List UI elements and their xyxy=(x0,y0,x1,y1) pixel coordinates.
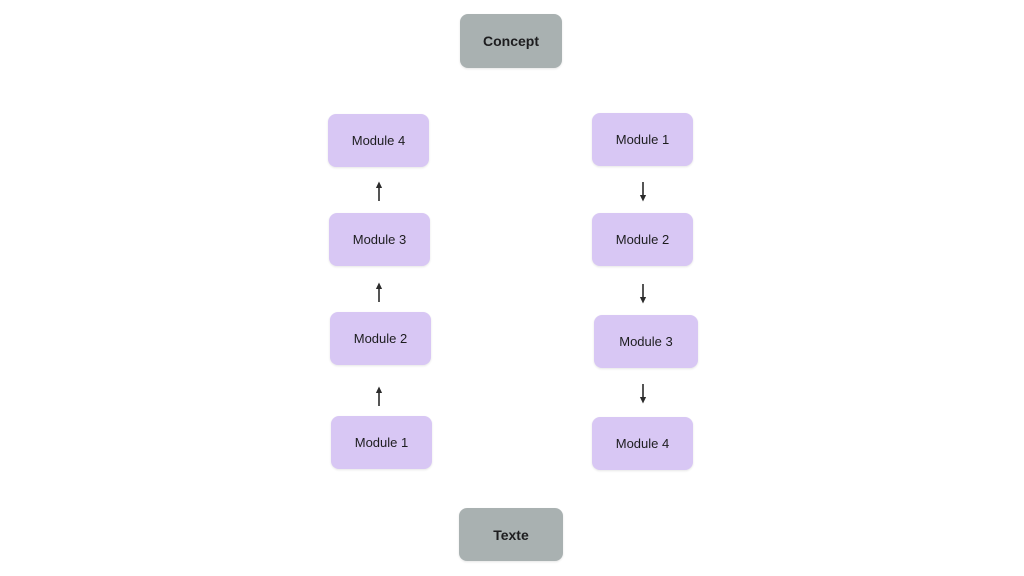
down-arrow-icon xyxy=(636,383,650,404)
down-arrow-icon xyxy=(636,283,650,304)
texte-node-label: Texte xyxy=(493,526,529,543)
left-module-1-node: Module 1 xyxy=(331,416,432,469)
left-module-4-node: Module 4 xyxy=(328,114,429,167)
concept-node: Concept xyxy=(460,14,562,68)
right-module-3-label: Module 3 xyxy=(619,334,673,349)
concept-node-label: Concept xyxy=(483,33,539,49)
left-module-4-label: Module 4 xyxy=(351,133,406,148)
left-module-3-node: Module 3 xyxy=(329,213,430,266)
left-module-1-label: Module 1 xyxy=(354,435,409,450)
right-module-1-label: Module 1 xyxy=(615,132,670,147)
right-module-2-label: Module 2 xyxy=(615,232,670,247)
right-module-1-node: Module 1 xyxy=(592,113,693,166)
left-module-2-node: Module 2 xyxy=(330,312,431,365)
right-module-3-node: Module 3 xyxy=(594,315,698,368)
right-module-4-label: Module 4 xyxy=(615,436,670,451)
texte-node: Texte xyxy=(459,508,563,561)
left-module-2-label: Module 2 xyxy=(353,331,408,346)
up-arrow-icon xyxy=(372,386,386,407)
up-arrow-icon xyxy=(372,282,386,303)
left-module-3-label: Module 3 xyxy=(352,232,407,247)
up-arrow-icon xyxy=(372,181,386,202)
down-arrow-icon xyxy=(636,181,650,202)
right-module-2-node: Module 2 xyxy=(592,213,693,266)
right-module-4-node: Module 4 xyxy=(592,417,693,470)
